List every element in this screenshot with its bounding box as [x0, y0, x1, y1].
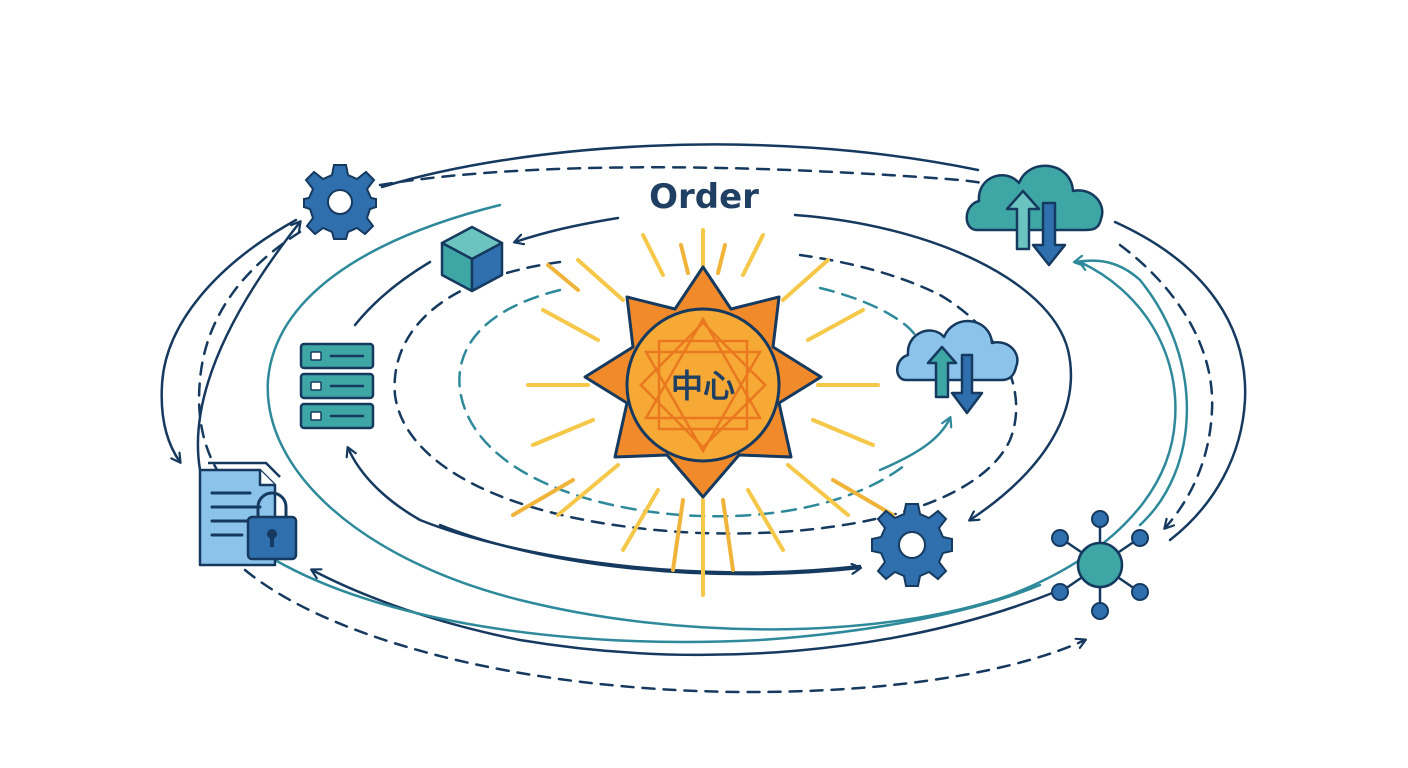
orbit-inner-teal-dashed-top	[818, 286, 917, 337]
orbit-outer-left	[160, 218, 298, 462]
sun-disc	[625, 307, 781, 463]
orbit-outer-bottom	[312, 570, 1062, 657]
sun-inner-pattern	[639, 316, 767, 454]
cloud-sync-icon	[965, 164, 1104, 267]
sun: 中心	[511, 228, 895, 597]
orbit-outer-top	[380, 143, 980, 189]
gear-icon	[871, 503, 953, 587]
orbit-navy-left	[353, 260, 432, 327]
orbit-outer-right	[1113, 220, 1247, 542]
orbit-navy-bottom-2	[438, 523, 860, 576]
orbit-outer-bottom-teal	[273, 558, 1042, 644]
orbit-navy-dashed-left	[197, 230, 302, 502]
gear-icon	[303, 164, 377, 240]
center-label: 中心	[671, 367, 735, 405]
orbit-navy-dashed-bottom	[243, 568, 1085, 694]
orbit-inner-teal-arrow	[878, 418, 950, 472]
sun-rays	[511, 228, 895, 597]
orbit-outer-left-up	[196, 222, 300, 472]
cube-icon	[440, 225, 504, 293]
orbit-inner-teal-dashed	[458, 288, 907, 518]
orbit-navy-dashed-right	[1118, 243, 1214, 528]
orbit-navy-upper	[515, 216, 620, 242]
orbits	[160, 143, 1247, 694]
network-hub-icon	[1051, 510, 1149, 620]
orbit-outer-right-teal	[1075, 261, 1189, 527]
document-lock-icon	[198, 461, 298, 567]
server-icon	[299, 342, 375, 430]
orbit-teal-large	[266, 203, 1177, 631]
cloud-sync-icon	[896, 320, 1019, 415]
orbit-navy-dashed	[393, 253, 1018, 535]
diagram-title: Order	[649, 177, 759, 217]
orbit-navy-right	[793, 213, 1073, 520]
